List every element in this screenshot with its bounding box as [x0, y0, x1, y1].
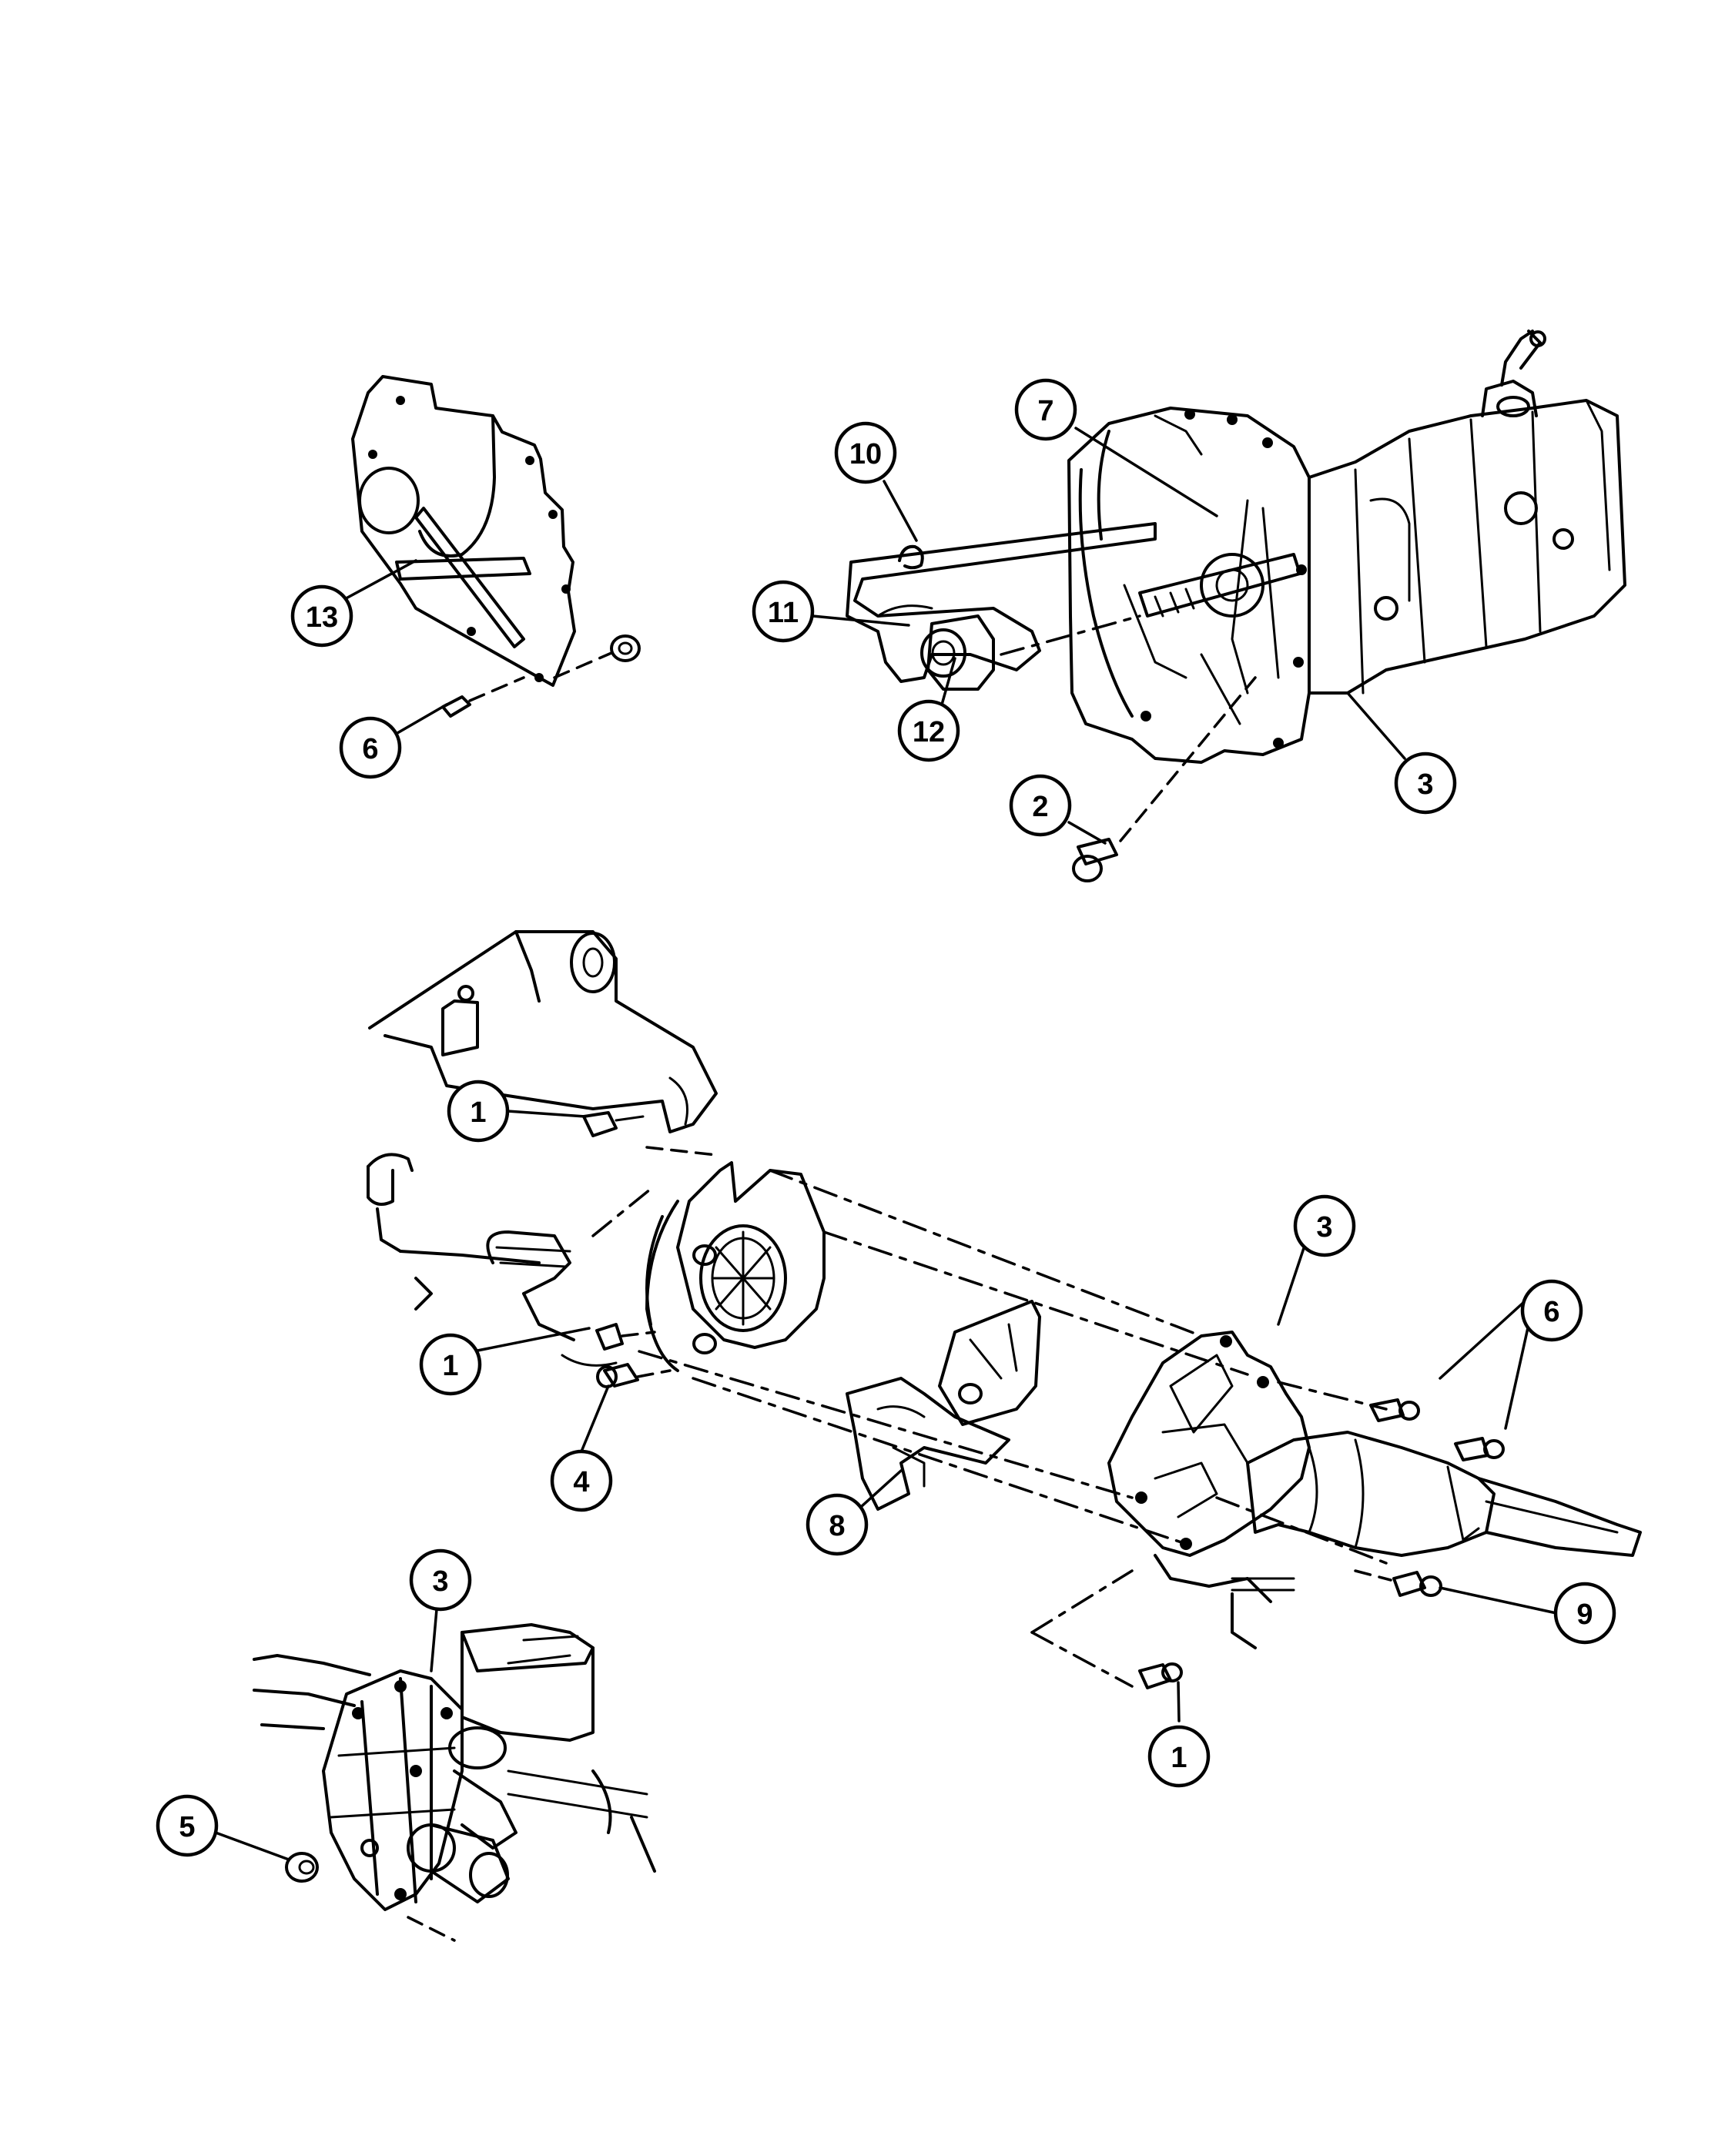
pilot-bearing-small	[553, 634, 641, 679]
svg-text:1: 1	[1171, 1742, 1187, 1774]
dust-shield-plate	[351, 375, 576, 687]
nut-5	[285, 1852, 319, 1883]
callout-3-middle: 3	[1293, 1194, 1356, 1257]
clutch-fork	[846, 522, 1157, 683]
svg-text:13: 13	[306, 601, 338, 634]
bolt-2	[1072, 676, 1257, 882]
callout-3-inset: 3	[409, 1548, 472, 1612]
callout-10: 10	[834, 421, 897, 484]
center-lines	[591, 1146, 1388, 1688]
inset-transmission	[253, 1623, 656, 1942]
callout-6-right: 6	[1520, 1279, 1583, 1342]
callout-4: 4	[550, 1449, 613, 1512]
transmission-main	[846, 1300, 1642, 1649]
callout-3-top: 3	[1394, 752, 1457, 815]
callout-5: 5	[156, 1794, 219, 1857]
callout-2: 2	[1009, 774, 1072, 837]
bolt-6-top	[441, 676, 525, 718]
callout-9: 9	[1553, 1582, 1616, 1645]
clip-10	[898, 544, 924, 570]
svg-text:3: 3	[1316, 1211, 1332, 1244]
bolts-6-right	[1369, 1398, 1505, 1461]
svg-text:3: 3	[1417, 768, 1433, 801]
callout-6-top: 6	[339, 716, 402, 779]
svg-text:12: 12	[913, 716, 945, 748]
svg-text:2: 2	[1032, 791, 1048, 823]
callout-13: 13	[290, 584, 353, 648]
svg-text:9: 9	[1576, 1599, 1593, 1631]
callout-12: 12	[897, 699, 960, 762]
callout-1-upper: 1	[447, 1080, 510, 1143]
release-bearing	[920, 614, 1141, 691]
callout-7: 7	[1014, 378, 1077, 441]
callout-8: 8	[806, 1493, 869, 1556]
svg-text:8: 8	[829, 1510, 845, 1542]
svg-text:3: 3	[432, 1565, 448, 1598]
svg-text:10: 10	[849, 438, 882, 470]
clutch-plate-flywheel	[645, 1161, 826, 1372]
svg-text:6: 6	[362, 733, 378, 765]
svg-text:11: 11	[768, 597, 799, 629]
bolt-4	[596, 1363, 672, 1388]
svg-text:6: 6	[1543, 1296, 1559, 1328]
bolt-1-bottom	[1138, 1662, 1183, 1689]
svg-text:7: 7	[1037, 395, 1053, 427]
callout-1-middle: 1	[419, 1333, 482, 1396]
callout-1-bottom: 1	[1147, 1725, 1211, 1788]
bolt-9	[1354, 1569, 1442, 1597]
svg-text:4: 4	[573, 1466, 589, 1498]
svg-text:5: 5	[179, 1811, 195, 1843]
engine-block	[368, 930, 718, 1137]
svg-text:1: 1	[470, 1096, 486, 1129]
callout-11: 11	[752, 580, 815, 643]
engine-lower-left	[367, 1153, 656, 1367]
svg-text:1: 1	[442, 1350, 458, 1382]
transmission-assembly-top	[1067, 330, 1626, 764]
leader-lines	[214, 427, 1558, 1861]
